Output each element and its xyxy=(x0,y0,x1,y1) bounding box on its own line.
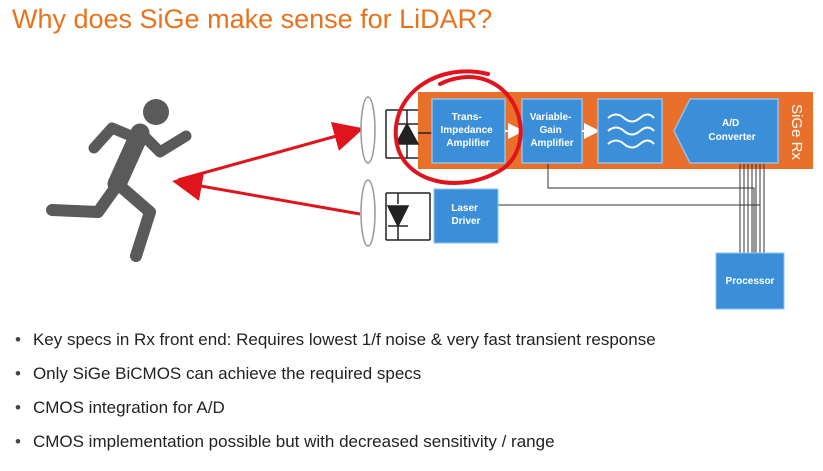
filter-waves-icon xyxy=(607,113,655,149)
bullet-text: Key specs in Rx front end: Requires lowe… xyxy=(32,330,656,349)
filter-block xyxy=(597,98,663,164)
svg-text:Variable- Gain Amplifi: Variable- Gain Amplifier xyxy=(530,112,574,149)
tia-label-line-2: Impedance xyxy=(440,125,493,136)
slide-title: Why does SiGe make sense for LiDAR? xyxy=(12,4,493,34)
bullet-item: •CMOS implementation possible but with d… xyxy=(15,432,555,451)
vga-label-line-3: Amplifier xyxy=(530,138,573,149)
vga-label-line-1: Variable- xyxy=(530,112,572,123)
laser-driver-label-line-1: Laser xyxy=(451,203,478,214)
tia-label-line-1: Trans- xyxy=(452,112,482,123)
svg-text:A/D Converter: A/D Converter xyxy=(708,118,755,143)
bullet-text: Only SiGe BiCMOS can achieve the require… xyxy=(32,364,422,383)
bullet-list: •Key specs in Rx front end: Requires low… xyxy=(12,323,656,459)
receiver-lens xyxy=(360,96,376,164)
signal-lines xyxy=(498,158,765,253)
bullet-item: •Only SiGe BiCMOS can achieve the requir… xyxy=(15,364,422,383)
tia-label-line-3: Amplifier xyxy=(446,138,489,149)
laser-diode-icon xyxy=(385,192,431,241)
processor-block xyxy=(715,252,785,310)
svg-text:Trans- Impedance Ampli: Trans- Impedance Amplifier xyxy=(440,112,495,149)
sige-rx-label: SiGe Rx xyxy=(788,104,805,160)
running-person-icon xyxy=(46,99,192,262)
photodiode-icon xyxy=(385,109,432,159)
adc-block xyxy=(673,98,779,164)
bullet-item: •CMOS integration for A/D xyxy=(15,398,225,417)
svg-text:Laser Driver: Laser Driver xyxy=(451,203,480,227)
tia-block xyxy=(431,98,506,164)
laser-driver-block xyxy=(433,188,499,244)
processor-label: Processor xyxy=(726,276,775,287)
laser-driver-label-line-2: Driver xyxy=(452,216,481,227)
lidar-block-diagram: SiGe Rx Trans- Impedance xyxy=(46,69,813,310)
emitted-beam-arrow xyxy=(177,121,364,182)
bullet-item: •Key specs in Rx front end: Requires low… xyxy=(15,330,656,349)
bullet-text: CMOS implementation possible but with de… xyxy=(32,432,555,451)
reflected-beam-arrow xyxy=(172,171,361,216)
vga-label-line-2: Gain xyxy=(539,125,561,136)
tia-highlight-circle xyxy=(393,69,523,185)
adc-label-line-1: A/D xyxy=(722,118,739,129)
svg-text:Processor: Processor xyxy=(726,276,775,287)
transmitter-lens xyxy=(360,179,376,247)
vga-block xyxy=(521,98,583,164)
adc-label-line-2: Converter xyxy=(708,132,755,143)
bullet-text: CMOS integration for A/D xyxy=(32,398,225,417)
